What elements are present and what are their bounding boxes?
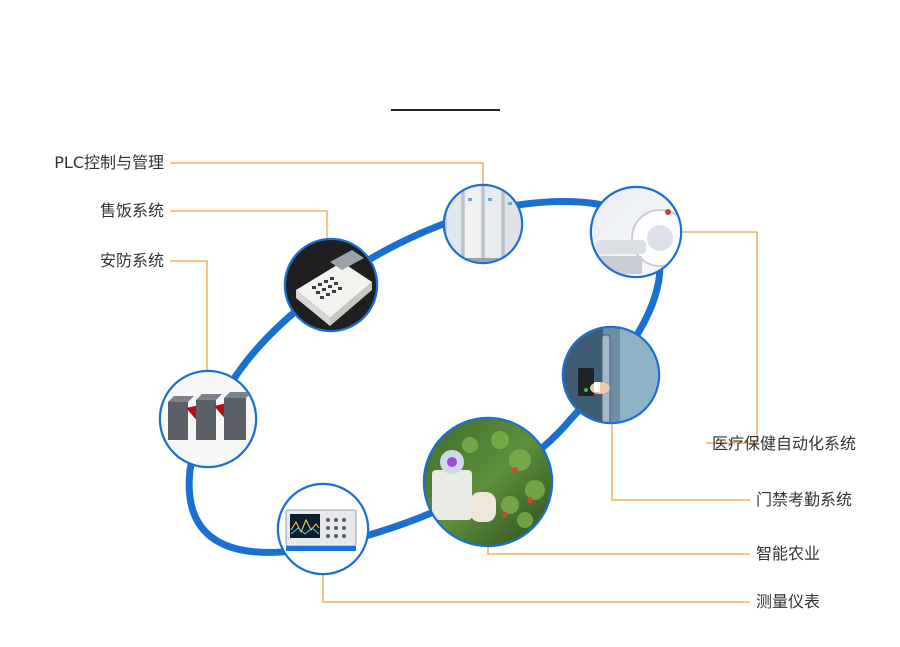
leader-access [611,422,750,501]
card-terminal-icon [283,237,379,333]
leader-agri [487,545,750,555]
turnstile-gates-icon [158,369,258,469]
label-meter: 测量仪表 [756,592,821,611]
leader-plc [170,162,484,186]
farm-robot-icon [422,416,554,548]
electrical-cabinet-icon [442,183,524,265]
leader-medical [680,231,758,444]
oscilloscope-icon [276,482,370,576]
leader-lines [170,162,758,603]
label-security: 安防系统 [99,251,164,270]
leader-security [170,260,208,372]
label-medical: 医疗保健自动化系统 [712,434,857,453]
access-reader-icon [561,325,661,425]
label-access: 门禁考勤系统 [756,490,853,509]
label-canteen: 售饭系统 [99,201,164,220]
leader-meter [322,573,750,603]
leader-canteen [170,210,328,240]
label-plc: PLC控制与管理 [54,153,164,172]
ct-scanner-icon [589,185,683,279]
label-agri: 智能农业 [756,544,821,563]
